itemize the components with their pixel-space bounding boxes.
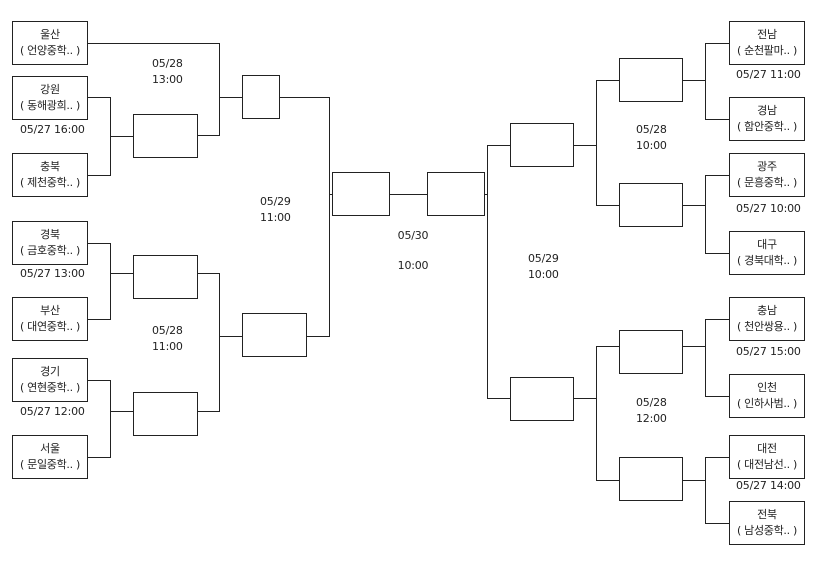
qf-left-bottom-label: 05/28 11:00	[152, 324, 183, 353]
team-region: 대전	[757, 442, 777, 455]
team-region: 전남	[757, 28, 777, 41]
schedule-label: 05/27 16:00	[20, 123, 85, 136]
schedule-label: 05/27 11:00	[736, 68, 801, 81]
team-incheon[interactable]: 인천 ( 인하사범.. )	[729, 374, 805, 418]
qf-right-bottom-label: 05/28 12:00	[636, 396, 667, 425]
final-label: 05/30 10:00	[397, 229, 429, 272]
sf-left-label: 05/29 11:00	[260, 195, 291, 224]
team-jeonbuk[interactable]: 전북 ( 남성중학.. )	[729, 501, 805, 545]
schedule-label: 05/27 14:00	[736, 479, 801, 492]
team-region: 충북	[40, 160, 60, 173]
team-gwangju[interactable]: 광주 ( 문흥중학.. )	[729, 153, 805, 197]
match-slot-r1-right-1[interactable]	[619, 58, 683, 102]
team-school: ( 경북대학.. )	[736, 254, 798, 267]
match-slot-qf-right-1[interactable]	[510, 123, 574, 167]
team-region: 경북	[40, 228, 60, 241]
team-school: ( 대전남선.. )	[736, 458, 798, 471]
team-region: 경기	[40, 365, 60, 378]
team-chungnam[interactable]: 충남 ( 천안쌍용.. )	[729, 297, 805, 341]
team-seoul[interactable]: 서울 ( 문일중학.. )	[12, 435, 88, 479]
match-slot-qf-right-2[interactable]	[510, 377, 574, 421]
team-region: 경남	[757, 104, 777, 117]
team-gyeonggi[interactable]: 경기 ( 연현중학.. )	[12, 358, 88, 402]
team-region: 서울	[40, 442, 60, 455]
team-school: ( 연현중학.. )	[19, 381, 81, 394]
team-school: ( 금호중학.. )	[19, 244, 81, 257]
team-region: 부산	[40, 304, 60, 317]
team-school: ( 문일중학.. )	[19, 458, 81, 471]
team-jeonnam[interactable]: 전남 ( 순천팔마.. )	[729, 21, 805, 65]
team-gyeongbuk[interactable]: 경북 ( 금호중학.. )	[12, 221, 88, 265]
team-school: ( 인하사범.. )	[736, 397, 798, 410]
team-school: ( 천안쌍용.. )	[736, 320, 798, 333]
match-slot-qf-left-2[interactable]	[242, 313, 307, 357]
sf-right-label: 05/29 10:00	[528, 252, 559, 281]
qf-right-top-label: 05/28 10:00	[636, 123, 667, 152]
schedule-label: 05/27 13:00	[20, 267, 85, 280]
team-school: ( 언양중학.. )	[19, 44, 81, 57]
team-school: ( 순천팔마.. )	[736, 44, 798, 57]
match-slot-r1-left-2[interactable]	[133, 255, 198, 299]
team-region: 울산	[40, 28, 60, 41]
team-school: ( 남성중학.. )	[736, 524, 798, 537]
team-chungbuk[interactable]: 충북 ( 제천중학.. )	[12, 153, 88, 197]
team-school: ( 제천중학.. )	[19, 176, 81, 189]
schedule-label: 05/27 10:00	[736, 202, 801, 215]
match-slot-r1-left-3[interactable]	[133, 392, 198, 436]
match-slot-r1-right-4[interactable]	[619, 457, 683, 501]
match-slot-sf-left[interactable]	[332, 172, 390, 216]
team-ulsan[interactable]: 울산 ( 언양중학.. )	[12, 21, 88, 65]
team-school: ( 함안중학.. )	[736, 120, 798, 133]
team-gangwon[interactable]: 강원 ( 동해광희.. )	[12, 76, 88, 120]
match-slot-r1-left-1[interactable]	[133, 114, 198, 158]
team-daegu[interactable]: 대구 ( 경북대학.. )	[729, 231, 805, 275]
team-region: 인천	[757, 381, 777, 394]
schedule-label: 05/27 15:00	[736, 345, 801, 358]
team-region: 충남	[757, 304, 777, 317]
team-daejeon[interactable]: 대전 ( 대전남선.. )	[729, 435, 805, 479]
team-region: 강원	[40, 83, 60, 96]
team-region: 광주	[757, 160, 777, 173]
team-school: ( 동해광희.. )	[19, 99, 81, 112]
match-slot-qf-left-1[interactable]	[242, 75, 280, 119]
team-school: ( 대연중학.. )	[19, 320, 81, 333]
team-region: 대구	[757, 238, 777, 251]
qf-left-top-label: 05/28 13:00	[152, 57, 183, 86]
schedule-label: 05/27 12:00	[20, 405, 85, 418]
team-gyeongnam[interactable]: 경남 ( 함안중학.. )	[729, 97, 805, 141]
team-school: ( 문흥중학.. )	[736, 176, 798, 189]
match-slot-r1-right-2[interactable]	[619, 183, 683, 227]
match-slot-sf-right[interactable]	[427, 172, 485, 216]
team-busan[interactable]: 부산 ( 대연중학.. )	[12, 297, 88, 341]
match-slot-r1-right-3[interactable]	[619, 330, 683, 374]
team-region: 전북	[757, 508, 777, 521]
